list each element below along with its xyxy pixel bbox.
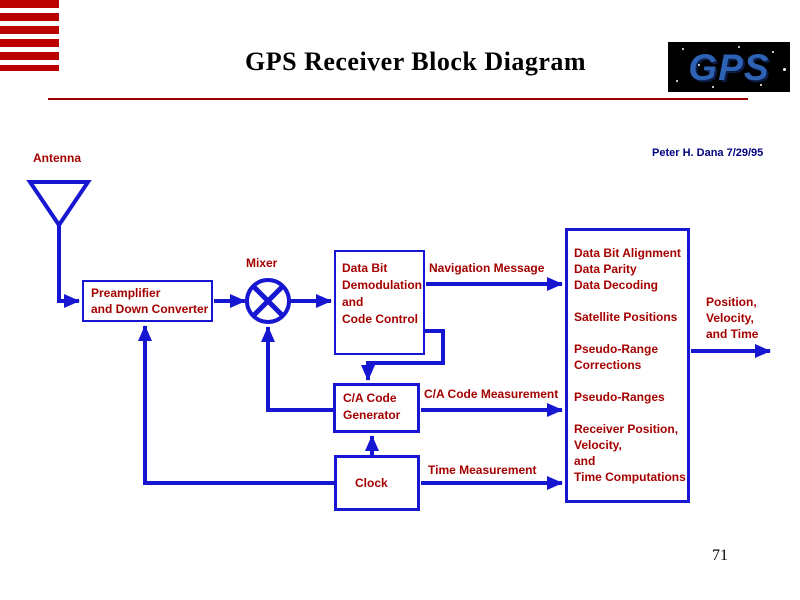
position-velocity-time-label-lines: Position,Velocity,and Time: [706, 295, 759, 341]
mixer-label: Mixer: [246, 256, 278, 270]
gps-logo-text: GPS: [688, 46, 770, 88]
gps-logo: GPS: [668, 42, 790, 92]
arrow-demodulation-to-ca-generator: [361, 329, 445, 381]
arrow-clock-to-preamplifier: [138, 325, 335, 485]
flag-stripes-decoration: [0, 0, 59, 71]
page-number: 71: [712, 547, 728, 564]
star-dot: [682, 48, 684, 50]
page-title: GPS Receiver Block Diagram: [245, 47, 587, 76]
position-velocity-time-label: Position,Velocity,and Time: [706, 294, 758, 342]
author-date: Peter H. Dana 7/29/95: [652, 147, 764, 159]
ca-code-measurement-label: C/A Code Measurement: [424, 387, 559, 401]
star-dot: [676, 80, 678, 82]
arrow-antenna-to-preamplifier: [57, 223, 80, 308]
title-separator-line: [48, 98, 748, 100]
star-dot: [760, 84, 762, 86]
clock-box-label: Clock: [355, 476, 388, 490]
star-dot: [712, 86, 714, 88]
star-dot: [738, 46, 740, 48]
arrow-ca-generator-to-mixer: [261, 326, 335, 412]
navigation-message-label: Navigation Message: [429, 261, 545, 275]
star-dot: [698, 64, 700, 66]
star-dot: [783, 68, 786, 71]
antenna-icon: [26, 180, 92, 229]
mixer-icon: [245, 278, 291, 324]
time-measurement-label: Time Measurement: [428, 463, 537, 477]
antenna-label: Antenna: [33, 151, 81, 165]
clock-box: Clock: [334, 455, 420, 511]
star-dot: [772, 51, 774, 53]
